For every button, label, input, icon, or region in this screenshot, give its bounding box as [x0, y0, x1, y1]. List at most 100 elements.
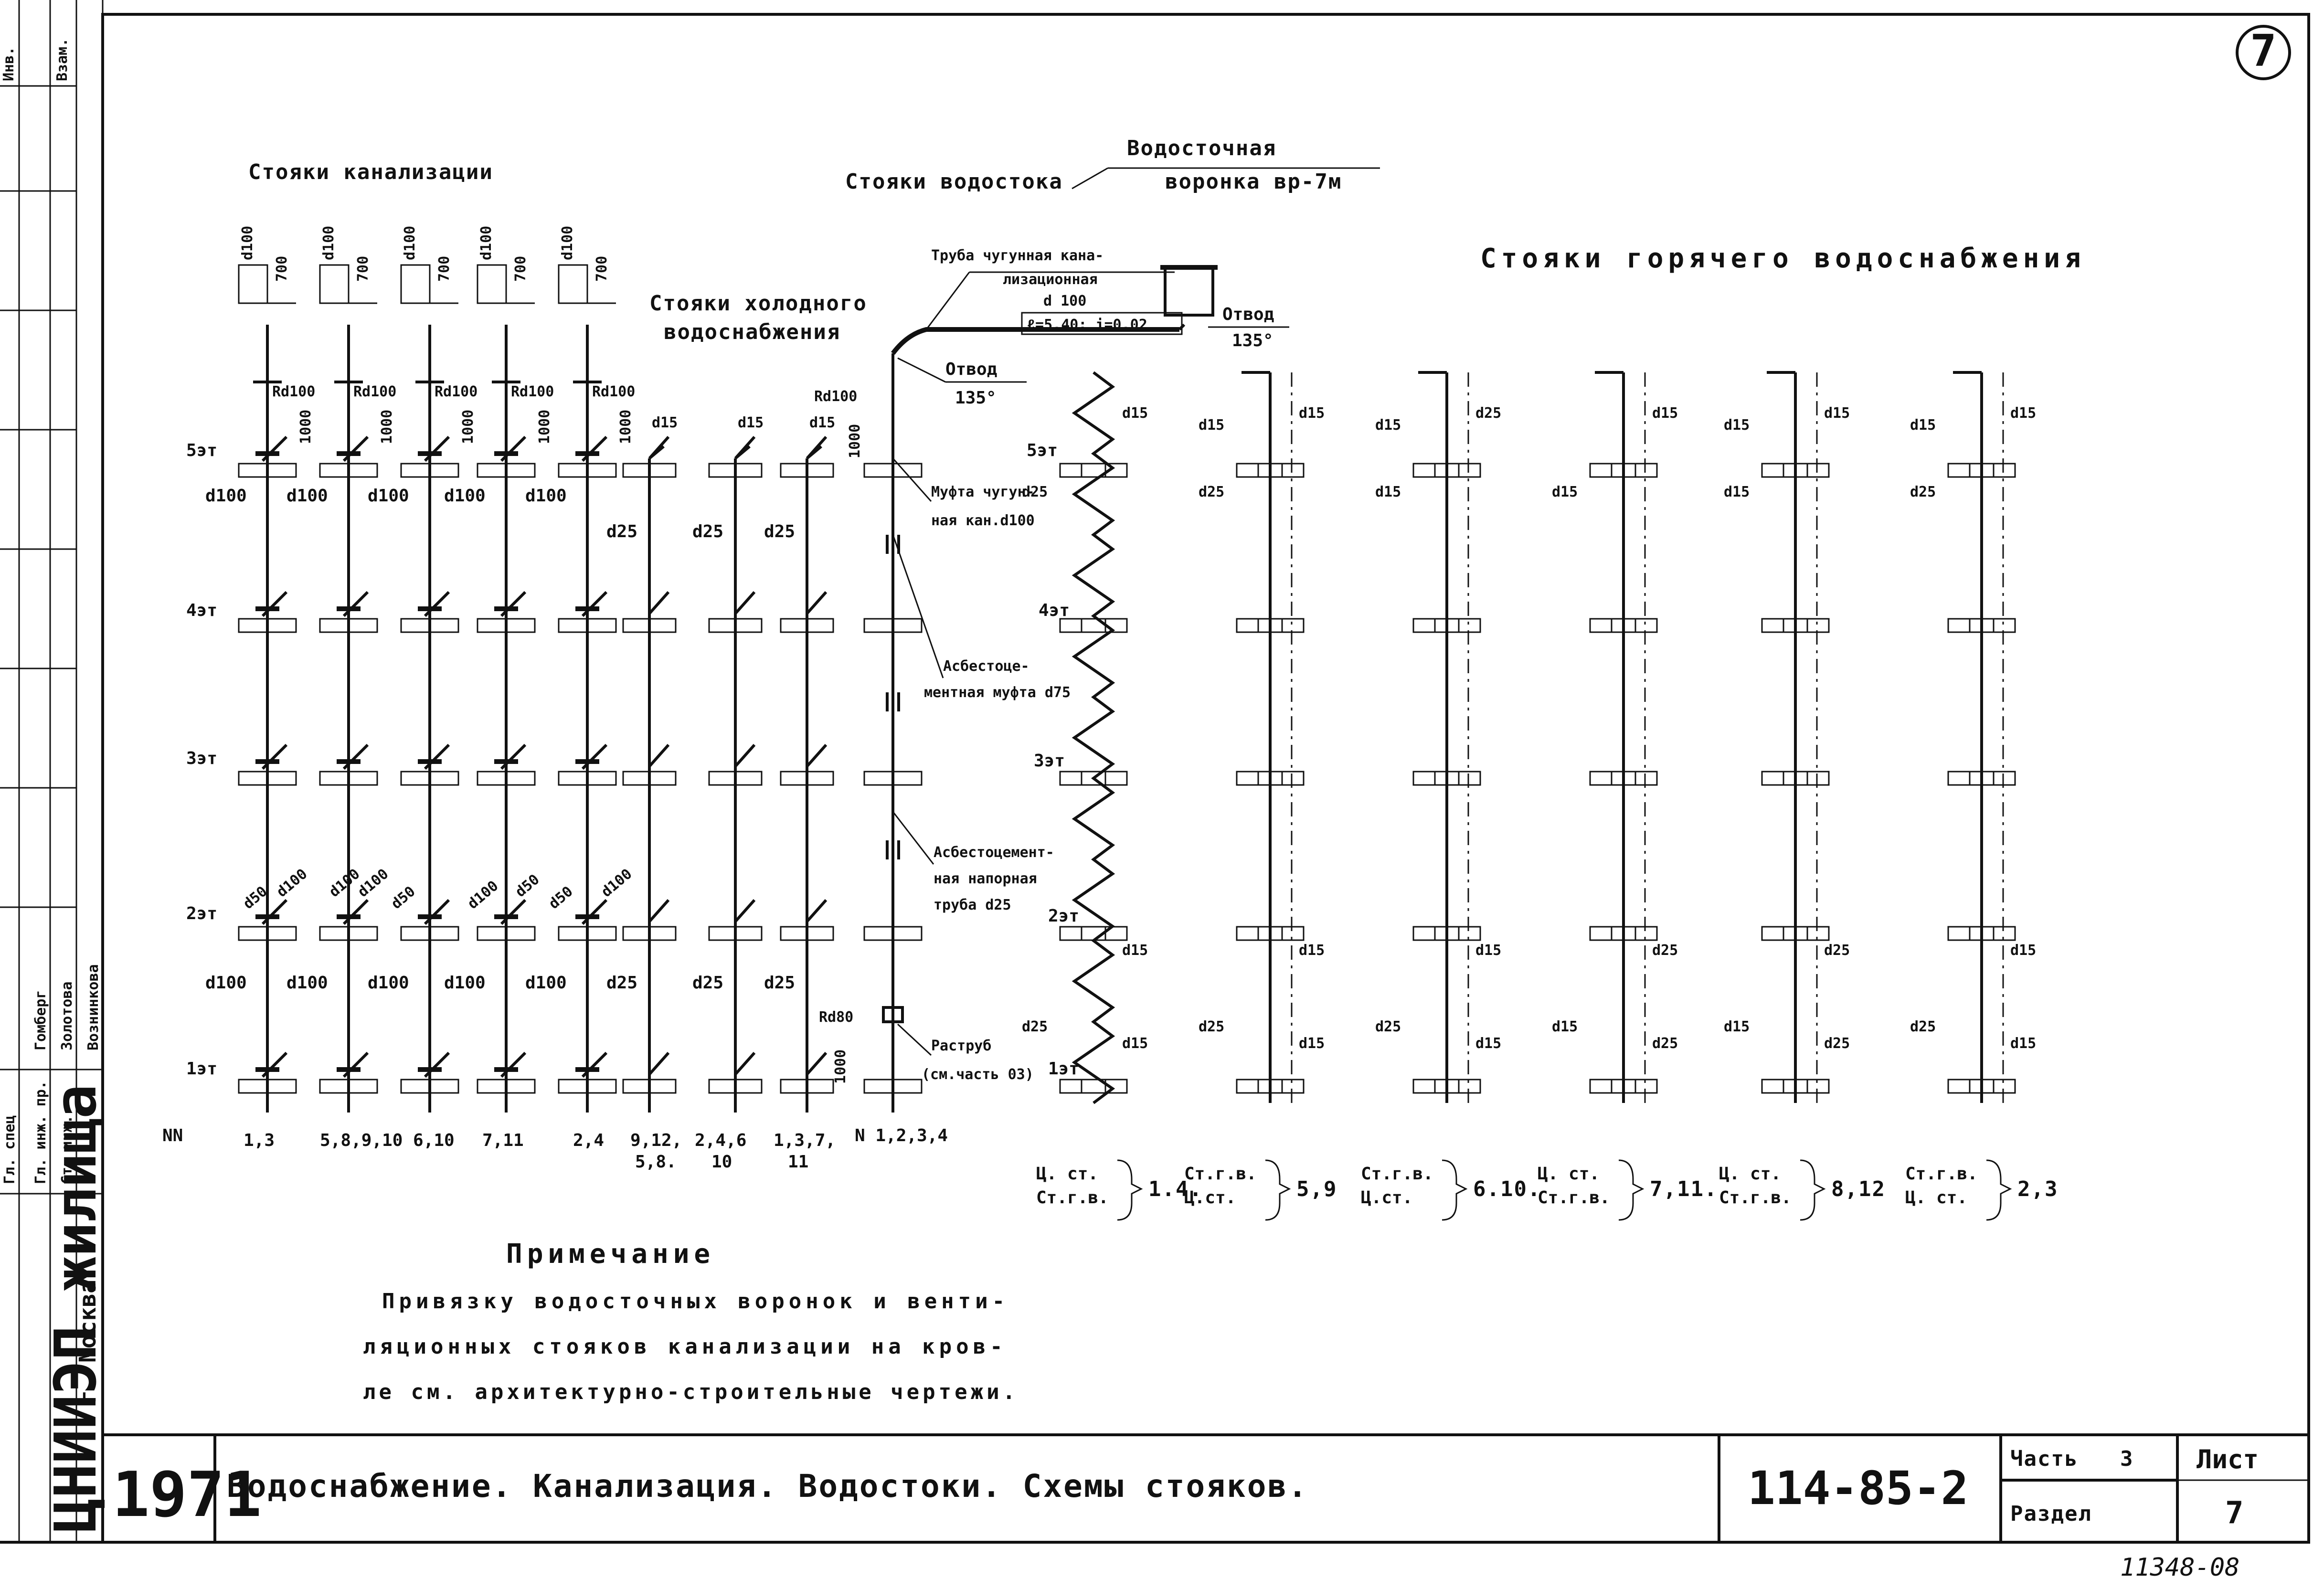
note: Примечание Привязку водосточных воронок …: [363, 1239, 1015, 1404]
floor-label-3: 3эт: [186, 749, 217, 768]
floor-slab: [863, 618, 923, 633]
sewer-top-d: d100: [559, 226, 576, 260]
hot-d-label: d25: [1022, 484, 1048, 500]
sewer-branch: [581, 743, 608, 770]
hot-group-numbers: 7,11.: [1650, 1177, 1718, 1201]
hot-group-brace: [1986, 1159, 2012, 1221]
floor-slab: [477, 771, 536, 786]
hot-group-line-2: Ц.ст.: [1184, 1188, 1236, 1208]
hot-d-label: d15: [1475, 1035, 1501, 1052]
floor-slab: [558, 1079, 617, 1094]
drain-number: N 1,2,3,4: [855, 1126, 948, 1145]
floor-slab: [1059, 1079, 1128, 1094]
hot-d-label: d25: [1475, 405, 1501, 422]
floor-slab: [400, 618, 459, 633]
floor-slab: [708, 618, 763, 633]
cold-branch: [806, 1052, 828, 1075]
hot-d-label: d15: [1910, 417, 1936, 434]
hot-d-label: d25: [1652, 942, 1678, 959]
nn-label: NN: [162, 1126, 183, 1145]
sewer-vent-head: [558, 264, 588, 304]
hot-group-numbers: 5,9: [1296, 1177, 1337, 1201]
hot-d-label: d25: [1824, 942, 1850, 959]
title-text: Водоснабжение. Канализация. Водостоки. С…: [227, 1468, 1308, 1505]
floor-slab: [622, 1079, 677, 1094]
sewer-top-700: 700: [355, 256, 371, 282]
hot-d-label: d15: [1552, 484, 1578, 500]
funnel-label-1: Водосточная: [1127, 136, 1276, 160]
floor-slab: [622, 771, 677, 786]
floor-label-4: 4эт: [186, 601, 217, 620]
callouts: Труба чугунная кана- лизационная d 100 ℓ…: [892, 247, 1289, 1083]
floor-slab: [1589, 618, 1658, 633]
cold-number-3a: 1,3,7,: [774, 1131, 836, 1150]
stamp-name-2: Золотова: [59, 982, 75, 1051]
cold-mid-d: d25: [606, 522, 637, 541]
callout-socket-1: Раструб: [931, 1038, 991, 1054]
sewer-top-700: 700: [594, 256, 610, 282]
floor-slab: [477, 1079, 536, 1094]
hot-d-label: d15: [2010, 405, 2036, 422]
sewer-branch: [261, 591, 288, 617]
floor-slab: [1236, 771, 1305, 786]
floor-slab: [1761, 463, 1830, 478]
cold-number-1a: 9,12,: [630, 1131, 682, 1150]
sewer-branch: [424, 899, 450, 925]
floor-slab: [708, 463, 763, 478]
hot-d-label: d15: [1199, 417, 1224, 434]
floor-slab: [1059, 618, 1128, 633]
sewer-branch: [500, 435, 527, 462]
sewer-d-top: d100: [525, 486, 567, 506]
floor-slab: [1059, 926, 1128, 941]
cold-top-d: d15: [738, 414, 764, 431]
drain-dim-top: 1000: [847, 424, 863, 458]
cold-number-1b: 5,8.: [635, 1152, 677, 1172]
floor-slab: [1947, 463, 2016, 478]
callout-pipe-3: d 100: [1043, 293, 1086, 309]
floor-slab: [863, 771, 923, 786]
hot-group-line-1: Ст.г.в.: [1905, 1164, 1978, 1184]
hot-d-label: d15: [1475, 942, 1501, 959]
archive-number: 11348-08: [2120, 1553, 2239, 1579]
hot-group-line-2: Ст.г.в.: [1036, 1188, 1109, 1208]
drain-rd-top: Rd100: [814, 388, 857, 405]
hot-group-brace: [1117, 1159, 1143, 1221]
sewer-rd-label: Rd100: [435, 383, 478, 400]
floor-slab: [1059, 771, 1128, 786]
title-part-label: Часть: [2010, 1447, 2078, 1471]
floor-slab: [1761, 771, 1830, 786]
floor-slab: [780, 771, 834, 786]
floor-slab: [780, 463, 834, 478]
floor-slab: [400, 1079, 459, 1094]
floor-slab: [1947, 926, 2016, 941]
sewer-top-700: 700: [274, 256, 290, 282]
sewer-branch-d: d100: [274, 866, 311, 901]
sewer-vent-head: [238, 264, 268, 304]
cold-number-2b: 10: [711, 1152, 732, 1172]
hot-group-line-2: Ст.г.в.: [1538, 1188, 1610, 1208]
hot-d-label: d15: [1122, 405, 1148, 422]
stamp-role-3: Ст. инж.: [59, 1115, 75, 1185]
cold-branch: [734, 744, 756, 767]
sewer-branch-d: d50: [546, 883, 576, 912]
sewer-top-700: 700: [436, 256, 453, 282]
stamp-name-1: Гомберг: [32, 990, 49, 1050]
sewer-branch: [500, 899, 527, 925]
hot-d-label: d25: [1910, 484, 1936, 500]
sewer-d-bottom: d100: [287, 973, 328, 993]
hot-d-label: d25: [1824, 1035, 1850, 1052]
hot-d-label: d25: [1199, 1018, 1224, 1035]
sewer-number-5: 2,4: [573, 1131, 604, 1150]
drain-floor-5: 5эт: [1027, 441, 1058, 460]
sewer-number-3: 6,10: [413, 1131, 455, 1150]
floor-slab: [400, 463, 459, 478]
hot-group-line-1: Ст.г.в.: [1184, 1164, 1257, 1184]
sewer-branch: [581, 435, 608, 462]
floor-slab: [1947, 618, 2016, 633]
hot-d-label: d15: [1122, 1035, 1148, 1052]
callout-asb-pipe-3: труба d25: [934, 897, 1011, 913]
sewer-top-d: d100: [402, 226, 418, 260]
sewer-branch-d: d100: [598, 866, 636, 901]
